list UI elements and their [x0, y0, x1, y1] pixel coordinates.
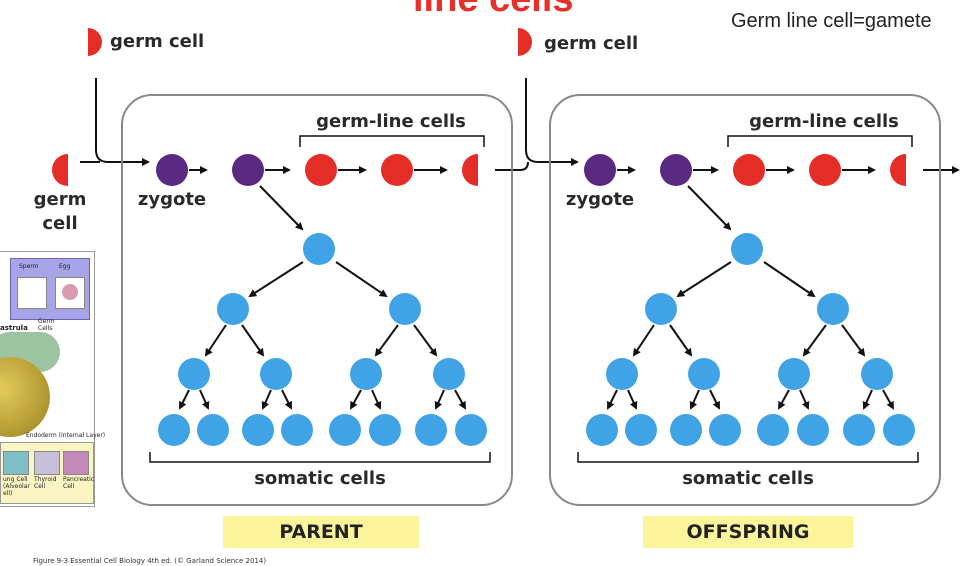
endoderm-cells-panel: ung Cell (Alveolar ell) Thyroid Cell Pan… [0, 442, 94, 504]
thyroid-cell-image [34, 451, 60, 475]
germ-line-cell [305, 154, 337, 186]
germ-cell-label: germ cell [544, 33, 638, 54]
generation-parent [121, 94, 513, 506]
lung-cell-image [3, 451, 29, 475]
germ-label: germ [34, 189, 87, 210]
somatic-cell-tree [158, 233, 487, 446]
offspring-tag: OFFSPRING [643, 516, 853, 548]
endoderm-label: Endoderm (Internal Layer) [26, 432, 106, 439]
slide-title: line cells [413, 0, 574, 21]
sperm-image [17, 277, 47, 309]
somatic-cells-label: somatic cells [254, 468, 386, 489]
gastrula-label: astrula [0, 324, 28, 332]
lung-cell-label: ung Cell (Alveolar ell) [3, 476, 30, 497]
germ-cell-label: germ cell [110, 31, 204, 52]
germ-cell-half-icon [52, 154, 68, 186]
sperm-label: Sperm [19, 263, 39, 270]
cell-label: cell [42, 213, 77, 234]
pancreatic-cell-image [63, 451, 89, 475]
gastrula-inset-figure: Sperm Egg Germ Cells astrula Endoderm (I… [0, 251, 105, 507]
parent-tag: PARENT [223, 516, 419, 548]
thyroid-cell-label: Thyroid Cell [34, 476, 57, 490]
generation-box [121, 94, 513, 506]
egg-label: Egg [59, 263, 71, 270]
egg-image [55, 277, 85, 309]
germ-cell-half-icon [88, 28, 102, 56]
germ-line-cells-label: germ-line cells [749, 111, 899, 132]
zygote-cell [156, 154, 188, 186]
generation-offspring [550, 95, 940, 505]
germ-line-cell [381, 154, 413, 186]
germ-cells-label: Germ Cells [38, 318, 55, 332]
germ-line-cells-label: germ-line cells [316, 111, 466, 132]
figure-caption: Figure 9-3 Essential Cell Biology 4th ed… [33, 557, 267, 565]
germ-cells-panel: Sperm Egg [10, 258, 90, 320]
zygote-label: zygote [566, 189, 634, 210]
zygote-label: zygote [138, 189, 206, 210]
somatic-cells-label: somatic cells [682, 468, 814, 489]
gamete-half-cell [462, 154, 478, 186]
germ-cell-half-icon [518, 28, 532, 56]
pancreatic-cell-label: Pancreatic Cell [63, 476, 95, 490]
early-embryo-cell [232, 154, 264, 186]
definition-note: Germ line cell=gamete [731, 10, 932, 32]
